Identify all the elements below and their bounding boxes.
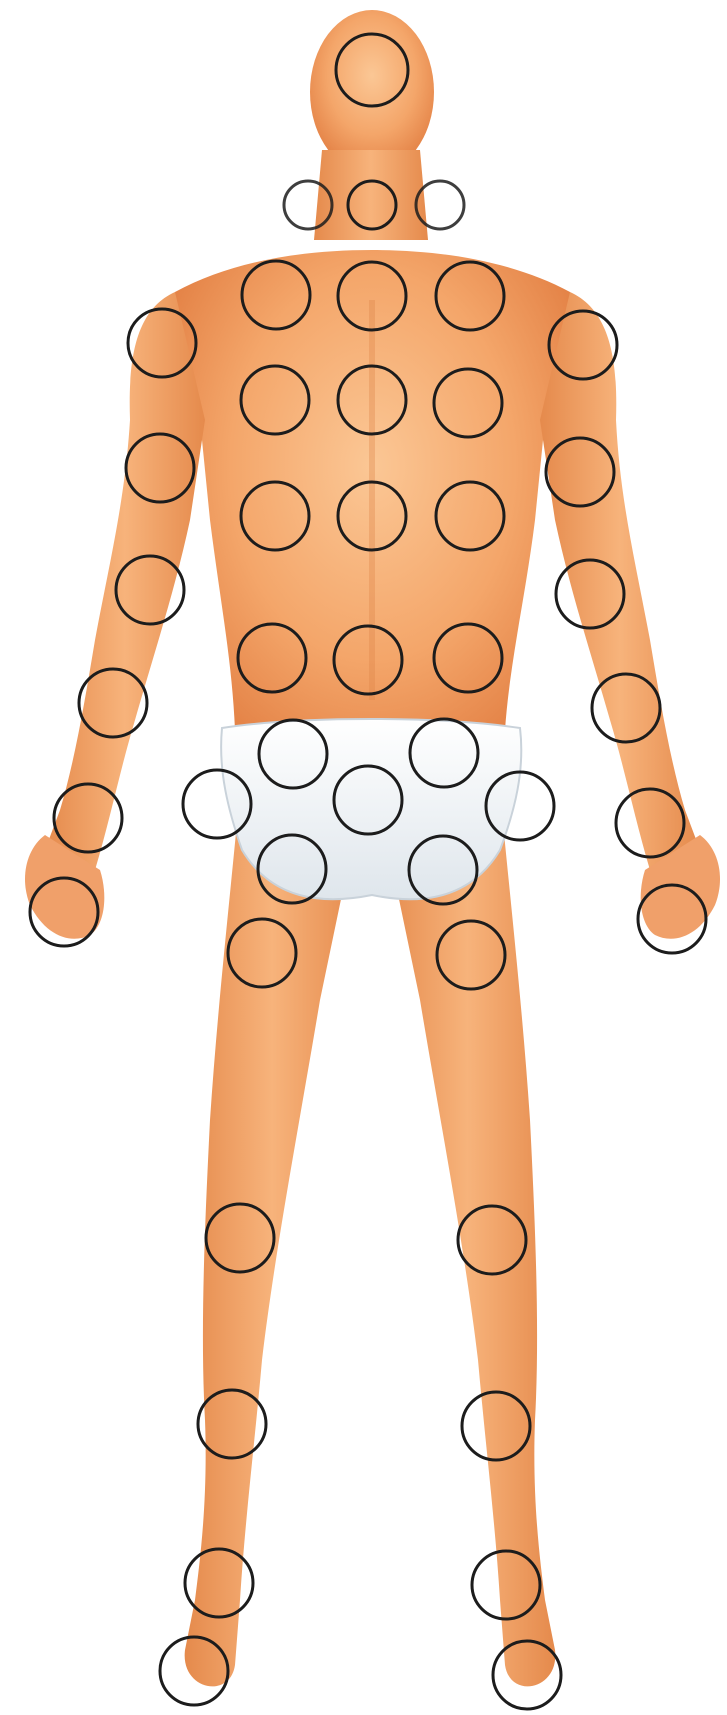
right-leg <box>380 790 555 1686</box>
left-arm <box>45 292 205 870</box>
left-leg <box>185 790 360 1686</box>
